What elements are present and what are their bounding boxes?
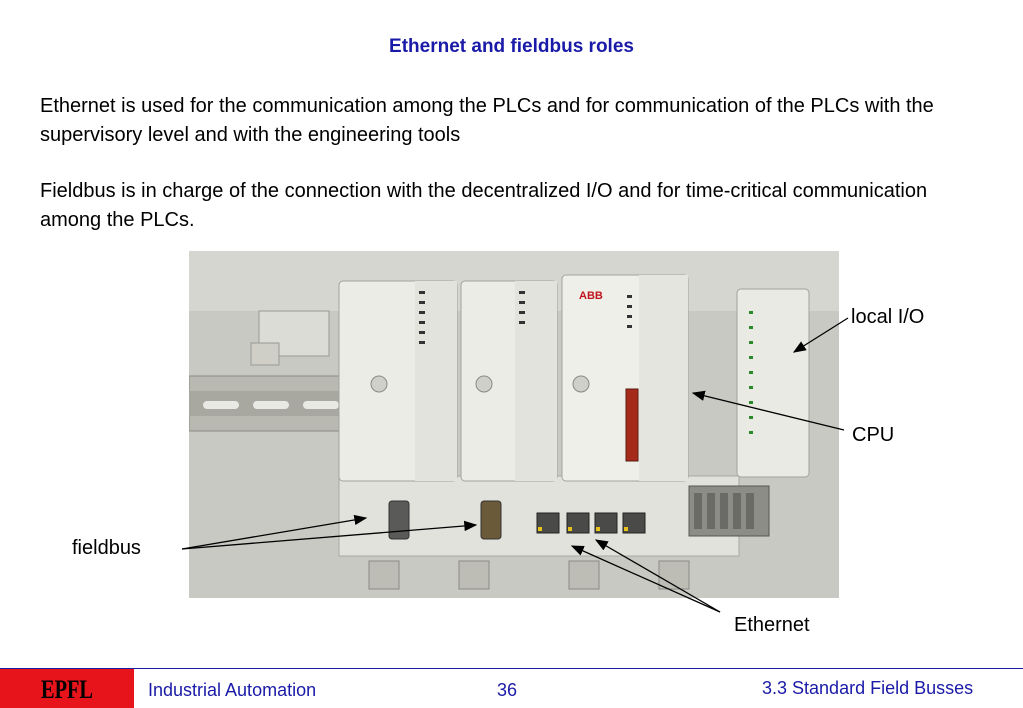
fieldbus-arrow-1	[181, 514, 368, 550]
module-1	[338, 280, 458, 482]
svg-text:EPFL: EPFL	[41, 675, 93, 704]
fieldbus-label: fieldbus	[72, 537, 141, 559]
local-io-arrow	[792, 317, 849, 353]
fieldbus-arrow-2	[181, 520, 478, 550]
footer-divider	[0, 668, 1023, 669]
module-2	[460, 280, 558, 482]
page-number: 36	[497, 680, 518, 700]
slide-title: Ethernet and fieldbus roles	[389, 36, 634, 57]
epfl-logo: EPFL	[0, 669, 134, 708]
cpu-label: CPU	[852, 424, 895, 446]
footer-section-title: 3.3 Standard Field Busses	[762, 678, 974, 698]
ethernet-arrow-1	[570, 545, 721, 613]
ethernet-label: Ethernet	[734, 614, 810, 636]
local-io-label: local I/O	[851, 306, 925, 328]
footer-course-title: Industrial Automation	[148, 680, 317, 700]
ethernet-paragraph: Ethernet is used for the communication a…	[40, 95, 934, 146]
plc-photo: ABB	[189, 251, 839, 598]
ethernet-arrow-2	[594, 539, 721, 613]
abb-brand: ABB	[579, 290, 603, 302]
cpu-arrow	[691, 390, 845, 431]
cpu-module: ABB	[561, 274, 689, 482]
fieldbus-paragraph: Fieldbus is in charge of the connection …	[40, 180, 928, 231]
local-io-module	[736, 288, 810, 478]
